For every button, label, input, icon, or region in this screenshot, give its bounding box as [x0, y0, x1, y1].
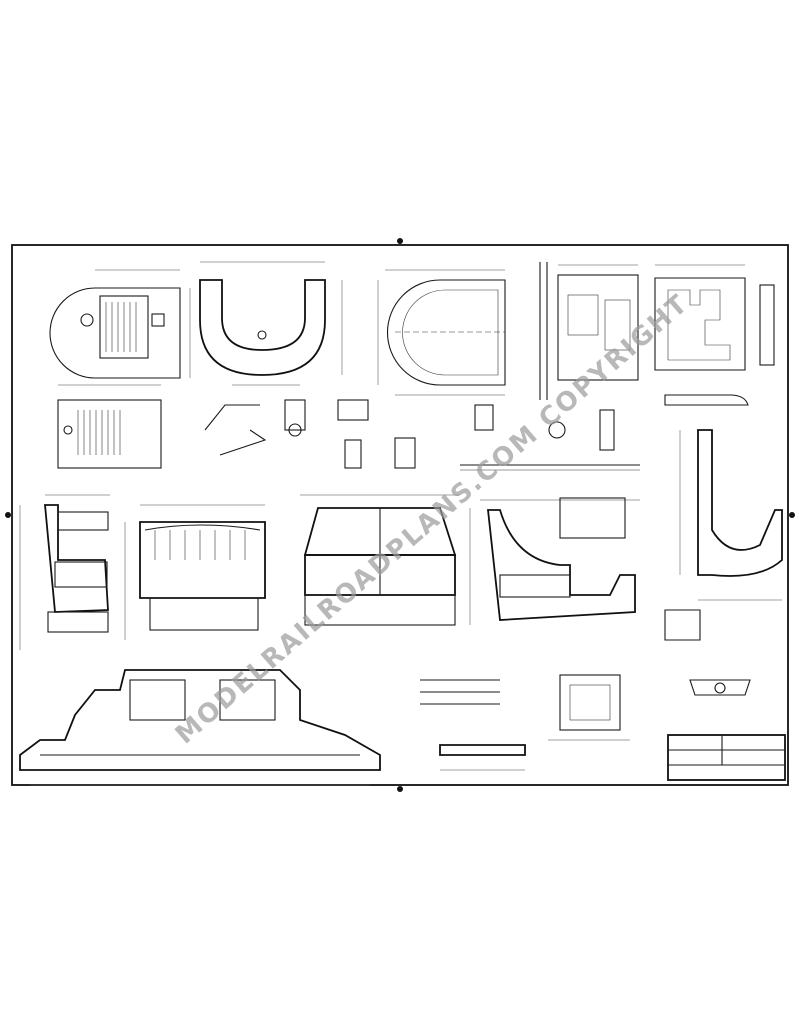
u-armrest-view — [199, 261, 343, 386]
seat-side-elevation — [19, 494, 110, 650]
seat-rear-elevation — [480, 497, 640, 621]
small-hardware-details — [204, 399, 640, 471]
seat-plan-view — [49, 269, 191, 379]
sheet-border — [11, 244, 789, 786]
upright-bracket-view — [679, 429, 783, 601]
castle-bracket-view — [654, 264, 775, 406]
hardware-list-detail — [420, 679, 526, 771]
rail-clip-detail — [664, 609, 751, 696]
registration-marks — [5, 238, 795, 792]
watermark-text: MODELRAILROADPLANS.COM COPYRIGHT — [170, 289, 695, 751]
title-block — [667, 734, 786, 781]
seat-section-view — [300, 494, 471, 626]
tray-detail-view — [548, 674, 630, 741]
rounded-plate-view — [377, 269, 506, 396]
bracket-side-view — [539, 262, 639, 400]
base-frame-elevation — [19, 669, 381, 786]
seat-front-elevation-large — [124, 504, 266, 640]
seat-front-elevation — [57, 384, 162, 469]
